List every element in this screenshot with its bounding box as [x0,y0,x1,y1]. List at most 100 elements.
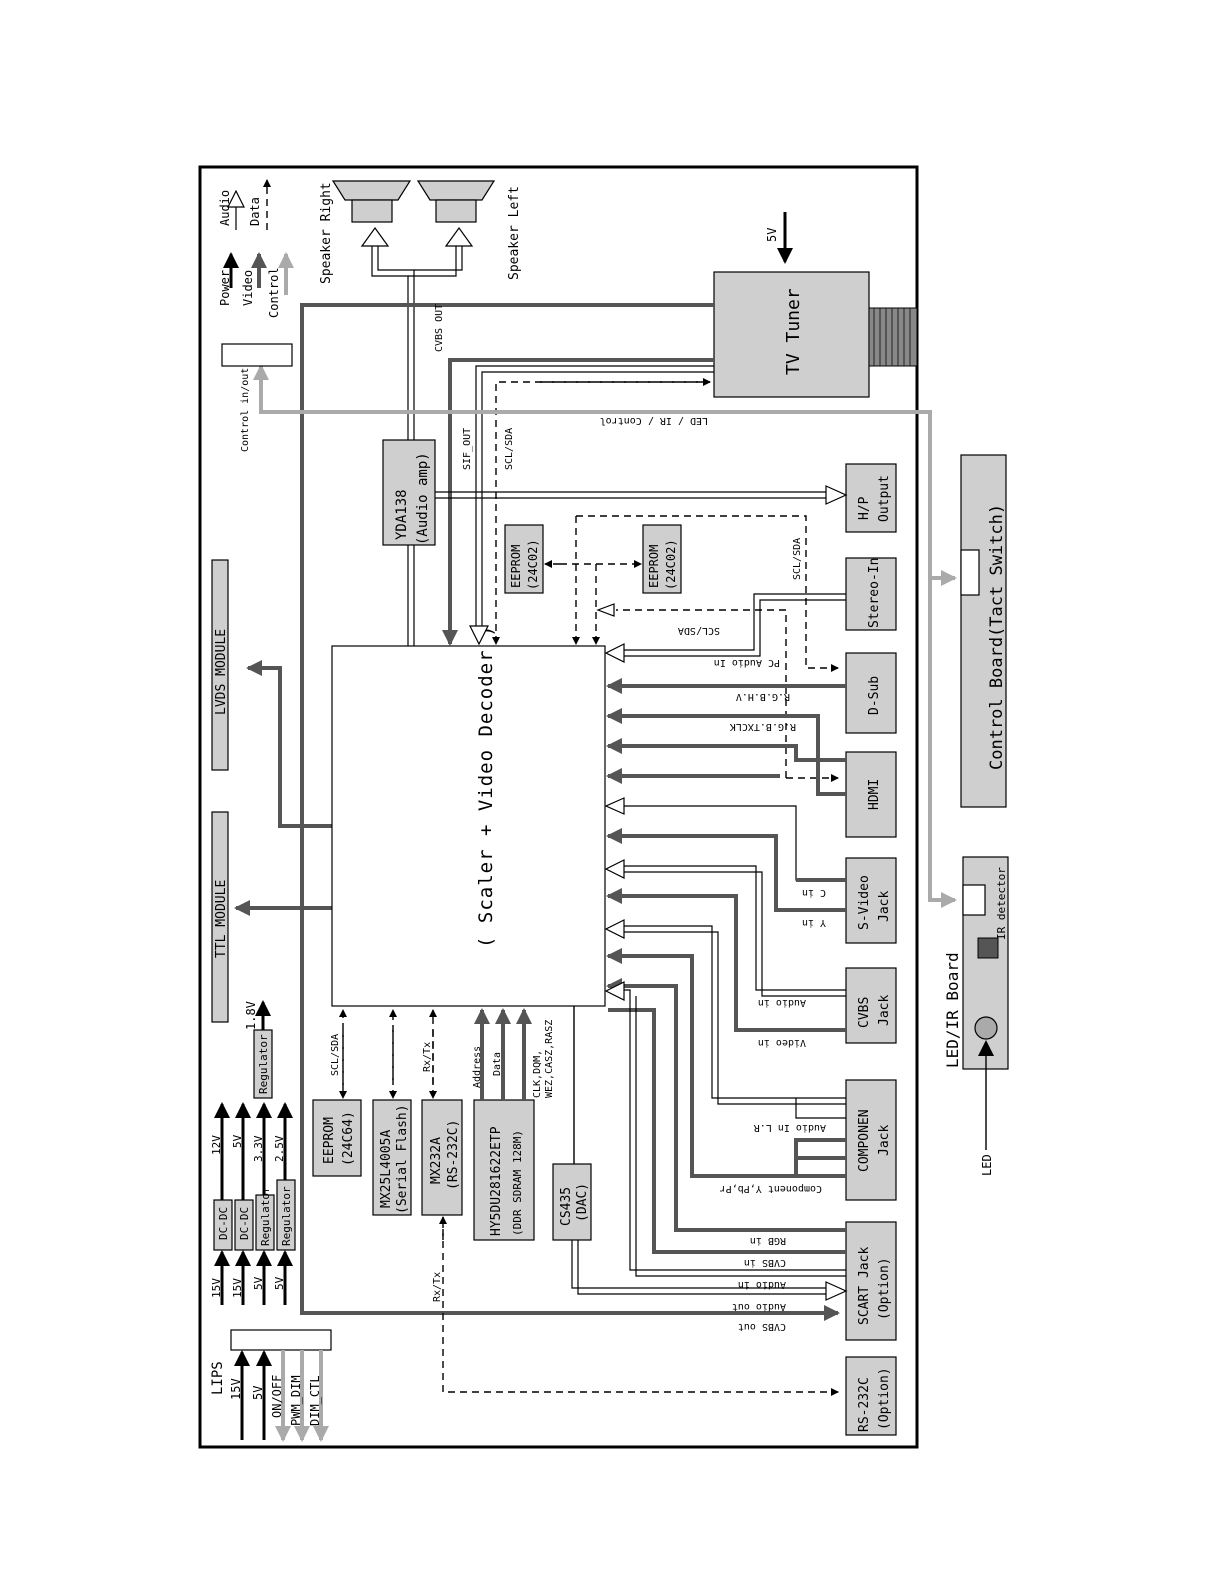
svg-text:SCL/SDA: SCL/SDA [792,538,803,580]
legend-control-label: Control [267,267,281,318]
svg-text:EEPROM: EEPROM [509,545,523,588]
svg-text:Rx/Tx: Rx/Tx [432,1272,443,1302]
dcdc2-label: DC-DC [238,1207,251,1240]
led-ir-board-label: LED/IR Board [943,952,962,1068]
svg-text:Jack: Jack [877,1125,892,1156]
svg-text:Control in/out: Control in/out [240,368,251,452]
legend-video-label: Video [241,270,255,306]
svg-text:YDA138: YDA138 [394,489,410,540]
led-label: LED [980,1154,994,1176]
svg-text:Jack: Jack [877,995,892,1026]
svg-text:Stereo-In: Stereo-In [867,558,882,628]
serial-flash-block [372,1099,412,1216]
svideo-block [845,857,897,944]
power-section: DC-DC DC-DC Regulator Regulator 15V 15V … [210,1000,296,1305]
speakers: Speaker Right Speaker Left [319,180,522,440]
svg-text:Audio in: Audio in [758,997,806,1008]
svg-text:Data: Data [492,1052,503,1076]
svg-text:Y in: Y in [802,917,826,928]
svg-text:CVBS OUT: CVBS OUT [434,304,445,352]
scart-jack-block [845,1221,897,1341]
svg-text:(Serial Flash): (Serial Flash) [395,1104,410,1214]
svg-text:5V: 5V [252,1276,265,1290]
reg3-label: Regulator [257,1034,270,1094]
svg-text:Address: Address [472,1046,483,1088]
svg-text:15V: 15V [229,1378,243,1400]
svg-text:Video in: Video in [758,1037,806,1048]
stereo-in-block [845,557,897,631]
svg-text:SCL/SDA: SCL/SDA [678,625,720,636]
legend-audio-label: Audio [218,190,232,226]
svg-text:(DDR SDRAM 128M): (DDR SDRAM 128M) [511,1130,524,1236]
rs232-option-block [845,1356,897,1436]
speaker-left-label: Speaker Left [507,186,522,280]
legend-data-label: Data [248,197,262,226]
speaker-right-label: Speaker Right [319,182,334,284]
svg-text:SCL/SDA: SCL/SDA [330,1034,341,1076]
svg-text:(DAC): (DAC) [575,1183,590,1222]
scaler-block [331,645,606,1007]
svg-text:D-Sub: D-Sub [867,676,882,715]
svg-text:ON/OFF: ON/OFF [270,1375,284,1418]
svg-text:(Audio amp): (Audio amp) [415,452,431,545]
svg-text:5V: 5V [251,1386,265,1400]
svg-text:(24C64): (24C64) [341,1111,356,1166]
componen-jack-block [845,1079,897,1201]
svg-text:Audio in: Audio in [738,1279,786,1290]
outer-frame [198,165,919,1449]
ir-detector-label: IR detector [995,867,1008,940]
hp-output-block [845,463,897,533]
control-connector [221,343,293,367]
svg-text:HDMI: HDMI [867,779,882,810]
eeprom-b-block [642,524,682,594]
tv-tuner-label: TV Tuner [783,288,804,375]
svg-text:CS435: CS435 [559,1187,574,1226]
dac-block [552,1163,592,1241]
svg-text:WEZ,CASZ,RASZ: WEZ,CASZ,RASZ [544,1020,555,1098]
ddr-sdram-block [473,1099,535,1241]
svg-text:S-Video: S-Video [857,875,872,930]
speaker-right-icon [331,180,412,201]
ir-detector-icon [977,937,999,959]
svg-text:CVBS: CVBS [857,997,872,1028]
eeprom-a-block [504,524,544,594]
svg-text:15V: 15V [210,1278,223,1298]
svg-text:CLK,DQM,: CLK,DQM, [532,1050,543,1098]
svg-text:CVBS in: CVBS in [744,1257,786,1268]
svg-text:Component Y,Pb,Pr: Component Y,Pb,Pr [720,1183,822,1194]
svg-text:(24C02): (24C02) [664,539,678,590]
svg-text:EEPROM: EEPROM [322,1117,337,1164]
lvds-label: LVDS MODULE [214,629,229,715]
svg-text:Output: Output [877,475,892,522]
svg-text:Control Board(Tact Switch): Control Board(Tact Switch) [987,504,1007,770]
svg-text:CVBS out: CVBS out [738,1321,786,1332]
scaler-label: ( Scaler + Video Decoder ) [475,625,497,948]
lips-label: LIPS [210,1361,226,1395]
reg2-label: Regulator [280,1186,293,1246]
dcdc1-label: DC-DC [217,1207,230,1240]
mx232a-block [421,1099,463,1216]
svg-text:SCL/SDA: SCL/SDA [504,428,515,470]
eeprom-c-block [312,1099,362,1177]
svg-text:H/P: H/P [857,496,872,520]
svg-text:(Option): (Option) [877,1367,892,1430]
svg-text:5V: 5V [273,1276,286,1290]
svg-text:Jack: Jack [877,891,892,922]
lvds-module [211,559,229,771]
audio-amp-block [382,439,436,546]
svg-text:RGB in: RGB in [750,1235,786,1246]
svg-text:1.8V: 1.8V [244,1001,258,1030]
hdmi-block [845,751,897,838]
legend: Power Video Control Audio Data [218,179,294,318]
cvbs-jack-block [845,967,897,1044]
antenna-connector [868,307,918,367]
svg-text:LED / IR / Control: LED / IR / Control [600,415,708,426]
svg-text:5V: 5V [765,228,779,242]
reg1-label: Regulator [259,1186,272,1246]
tv-tuner-block [713,271,870,398]
svg-text:R.G.B.H.V: R.G.B.H.V [736,691,790,702]
svg-text:PC Audio In: PC Audio In [714,657,780,668]
legend-power-label: Power [218,270,232,306]
